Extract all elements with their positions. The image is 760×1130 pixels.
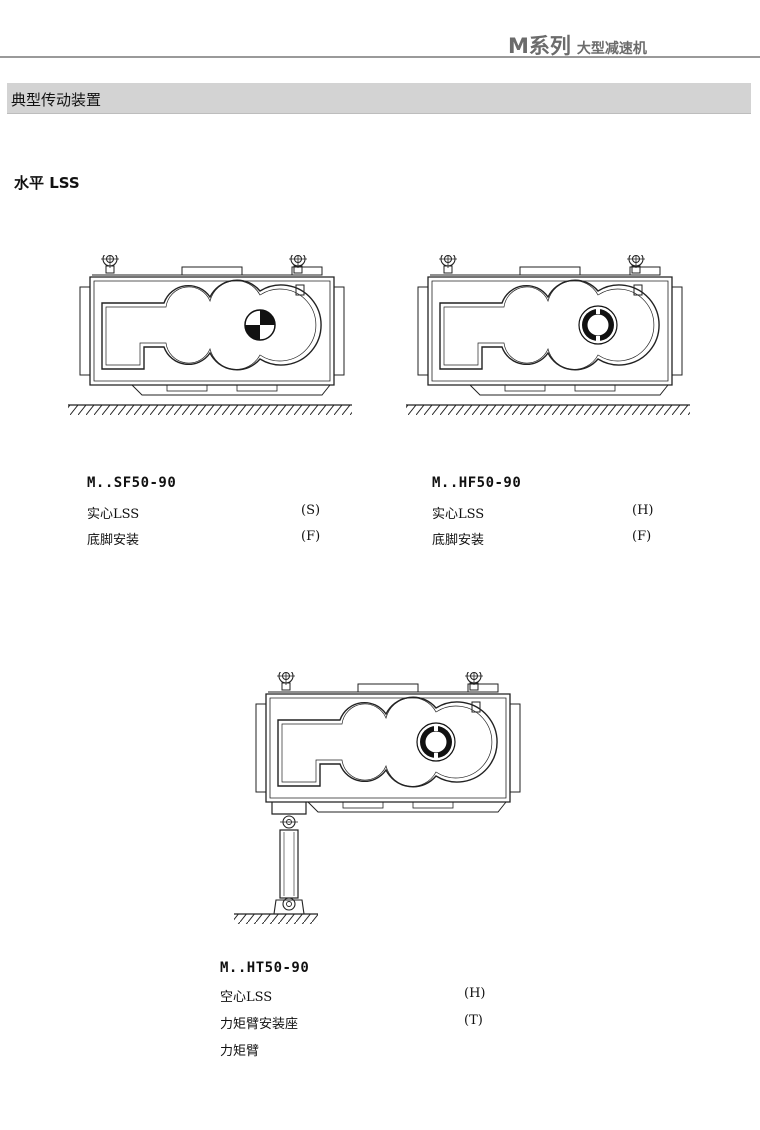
series-title: M系列 (508, 34, 571, 58)
model-sf: M..SF50-90 (87, 475, 177, 491)
unit-sf-row-2-code: (F) (301, 529, 321, 544)
section-bar: 典型传动装置 (7, 83, 751, 114)
series-subtitle: 大型减速机 (576, 41, 647, 57)
subheading: 水平 LSS (14, 174, 80, 192)
unit-ht-row-1-code: (H) (464, 986, 486, 1001)
unit-sf-row-1-code: (S) (301, 503, 321, 518)
header-brand: M系列大型减速机 (508, 30, 647, 60)
torque-arm (271, 802, 307, 915)
section-title: 典型传动装置 (11, 91, 102, 109)
figure-ht-torque-arm (234, 672, 532, 924)
model-ht: M..HT50-90 (220, 960, 310, 976)
unit-hf-row-2-label: 底脚安装 (432, 533, 485, 548)
hollow-shaft-icon (416, 722, 456, 762)
unit-ht-row-2-code: (T) (464, 1013, 483, 1028)
unit-ht-row-1-label: 空心LSS (220, 990, 273, 1005)
unit-hf-row-2-code: (F) (632, 529, 652, 544)
unit-sf-row-1-label: 实心LSS (87, 507, 140, 522)
solid-shaft-icon (244, 309, 276, 341)
figure-sf-solid-shaft-foot (68, 255, 352, 415)
unit-ht-row-3-label: 力矩臂 (220, 1044, 260, 1059)
unit-hf-row-1-code: (H) (632, 503, 654, 518)
figure-hf-hollow-shaft-foot (406, 255, 690, 415)
unit-sf-row-2-label: 底脚安装 (87, 533, 140, 548)
model-hf: M..HF50-90 (432, 475, 522, 491)
unit-hf-row-1-label: 实心LSS (432, 507, 485, 522)
header-rule (0, 56, 760, 58)
hollow-shaft-icon (578, 305, 618, 345)
unit-ht-row-2-label: 力矩臂安装座 (220, 1017, 299, 1032)
